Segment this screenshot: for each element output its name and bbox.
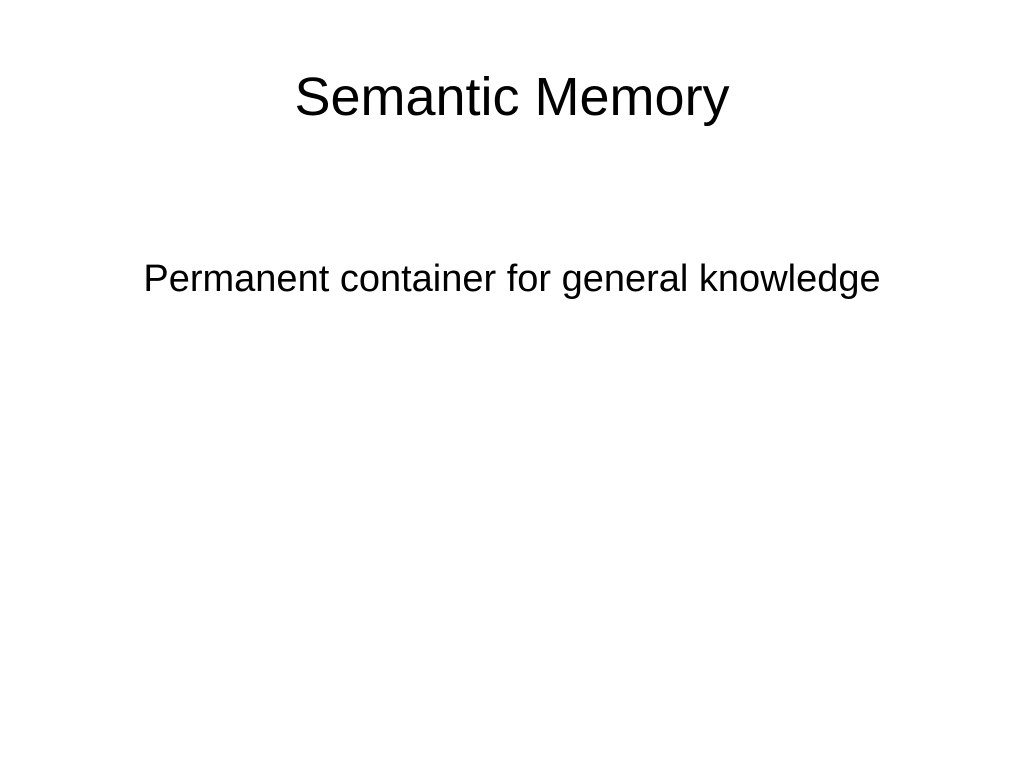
- slide-body-text: Permanent container for general knowledg…: [143, 258, 881, 300]
- slide-title: Semantic Memory: [294, 67, 730, 127]
